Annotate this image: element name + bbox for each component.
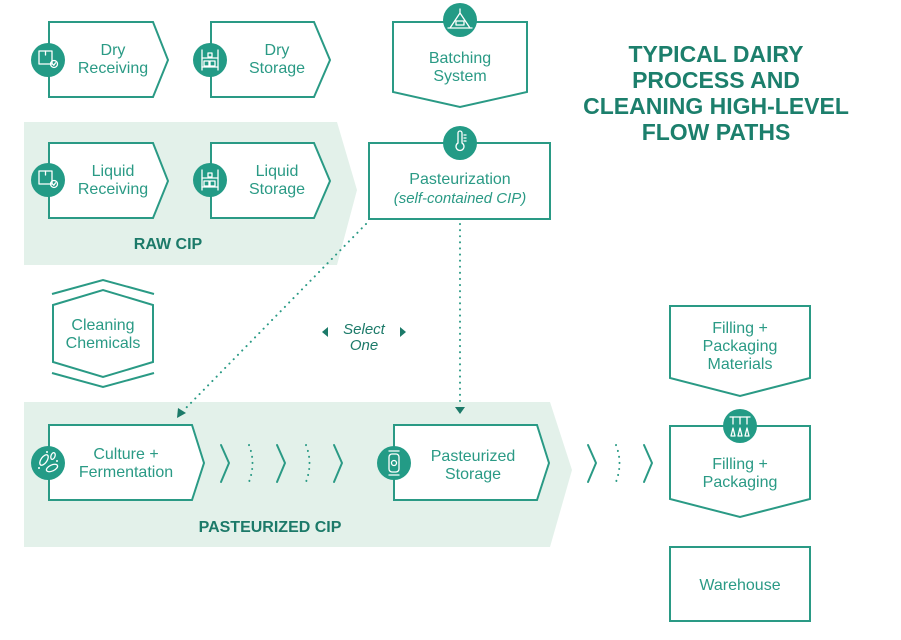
node-label: Warehouse (699, 577, 780, 594)
node-culture-fermentation[interactable]: Culture + Fermentation (31, 424, 206, 501)
node-label-line-1: Liquid (256, 163, 299, 180)
node-label-line-2: Receiving (78, 60, 148, 77)
node-shape (210, 21, 332, 98)
node-label-line-2: Storage (249, 60, 305, 77)
node-shape (48, 142, 170, 219)
node-shape (669, 305, 811, 398)
storage-tank-icon (377, 446, 411, 480)
node-shape (669, 425, 811, 519)
hexagon-outline-bottom (51, 372, 155, 389)
shelving-icon (193, 43, 227, 77)
box-check-icon (31, 163, 65, 197)
select-text-line-2: One (350, 337, 378, 354)
thermometer-icon (443, 126, 477, 160)
node-label-line-1: Pasteurized (431, 448, 516, 465)
flow-dotted-separator (305, 444, 311, 483)
node-label-line-2: Packaging (703, 338, 778, 355)
node-liquid-receiving[interactable]: Liquid Receiving (31, 142, 170, 219)
node-label-line-2: Storage (445, 466, 501, 483)
node-shape (52, 288, 154, 379)
node-label-line-2: Chemicals (66, 335, 141, 352)
select-text-line-1: Select (343, 321, 386, 338)
node-label-line-2: System (433, 68, 486, 85)
node-cleaning-chemicals[interactable]: Cleaning Chemicals (51, 278, 155, 389)
node-label-line-1: Batching (429, 50, 491, 67)
node-dry-storage[interactable]: Dry Storage (193, 21, 332, 98)
node-warehouse[interactable]: Warehouse (669, 546, 811, 622)
title-line-1: TYPICAL DAIRY (628, 41, 803, 67)
flow-chevron (643, 444, 653, 483)
filling-nozzles-icon (723, 409, 757, 443)
node-liquid-storage[interactable]: Liquid Storage (193, 142, 332, 219)
title-line-3: CLEANING HIGH-LEVEL (583, 93, 849, 119)
flow-chevron (276, 444, 286, 483)
node-label-line-1: Dry (265, 42, 290, 59)
node-shape (210, 142, 332, 219)
select-one-selector[interactable]: Select One (322, 321, 406, 354)
node-label-line-1: Liquid (92, 163, 135, 180)
raw-cip-label: RAW CIP (134, 236, 203, 253)
pasteurization-to-culture-connector (183, 223, 367, 411)
node-shape (669, 546, 811, 622)
node-label-line-1: Filling + (712, 456, 768, 473)
shelving-icon (193, 163, 227, 197)
node-sublabel: (self-contained CIP) (394, 190, 527, 207)
flow-chevrons-group-2 (587, 444, 653, 483)
node-pasteurized-storage[interactable]: Pasteurized Storage (377, 424, 551, 501)
node-label-line-2: Receiving (78, 181, 148, 198)
connector-arrowhead (177, 408, 186, 418)
node-filling-packaging[interactable]: Filling + Packaging (669, 409, 811, 519)
flow-chevron (333, 444, 343, 483)
connector-arrowhead (455, 407, 465, 414)
node-label-line-1: Pasteurization (409, 171, 510, 188)
node-shape (392, 21, 528, 109)
title-line-2: PROCESS AND (632, 67, 800, 93)
node-shape (393, 424, 551, 501)
hexagon-outline-top (51, 278, 155, 295)
select-right-arrow-icon[interactable] (400, 327, 406, 337)
node-label-line-1: Culture + (93, 446, 158, 463)
bacteria-icon (31, 446, 65, 480)
node-label-line-2: Fermentation (79, 464, 173, 481)
node-filling-packaging-materials[interactable]: Filling + Packaging Materials (669, 305, 811, 398)
node-label-line-1: Dry (101, 42, 126, 59)
node-pasteurization[interactable]: Pasteurization (self-contained CIP) (368, 126, 551, 220)
pasteurized-cip-label: PASTEURIZED CIP (199, 519, 342, 536)
node-label-line-1: Filling + (712, 320, 768, 337)
batch-tank-icon (443, 3, 477, 37)
flow-chevron (220, 444, 230, 483)
flow-dotted-separator (615, 444, 621, 483)
node-label-line-3: Materials (708, 356, 773, 373)
flow-chevrons-group-1 (220, 444, 343, 483)
node-label-line-2: Storage (249, 181, 305, 198)
diagram-title: TYPICAL DAIRY PROCESS AND CLEANING HIGH-… (583, 41, 849, 145)
node-label-line-2: Packaging (703, 474, 778, 491)
node-batching-system[interactable]: Batching System (392, 3, 528, 109)
box-check-icon (31, 43, 65, 77)
node-shape (48, 21, 170, 98)
flow-dotted-separator (248, 444, 254, 483)
select-left-arrow-icon[interactable] (322, 327, 328, 337)
node-label-line-1: Cleaning (71, 317, 134, 334)
node-dry-receiving[interactable]: Dry Receiving (31, 21, 170, 98)
node-shape (48, 424, 206, 501)
title-line-4: FLOW PATHS (642, 119, 791, 145)
flow-chevron (587, 444, 597, 483)
